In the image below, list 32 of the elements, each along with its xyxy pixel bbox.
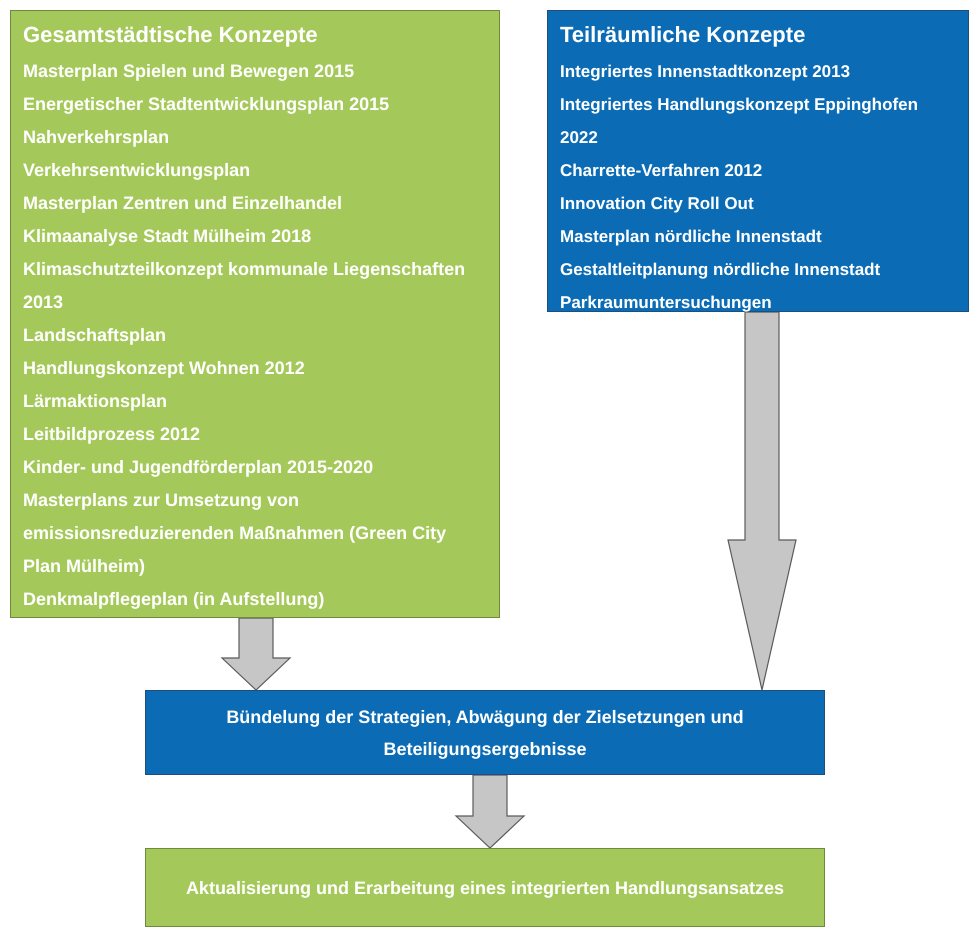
list-item: Charrette-Verfahren 2012 bbox=[560, 160, 764, 182]
list-item: Klimaschutzteilkonzept kommunale Liegenschaften 2013 bbox=[23, 258, 466, 314]
list-item: Integriertes Handlungskonzept Eppinghofen 2022 bbox=[560, 94, 919, 149]
list-item: Handlungskonzept Wohnen 2012 bbox=[23, 357, 306, 380]
concept-box bbox=[10, 10, 500, 618]
list-item: Integriertes Innenstadtkonzept 2013 bbox=[560, 61, 852, 83]
block-arrow bbox=[220, 617, 292, 691]
list-item: Parkraumuntersuchungen bbox=[560, 292, 773, 314]
block-arrow bbox=[454, 774, 526, 849]
concept-box bbox=[145, 848, 825, 927]
list-item: Denkmalpflegeplan (in Aufstellung) bbox=[23, 588, 326, 611]
list-item: Masterplan nördliche Innenstadt bbox=[560, 226, 823, 248]
list-item: Kinder- und Jugendförderplan 2015-2020 bbox=[23, 456, 374, 479]
box-text: Bündelung der Strategien, Abwägung der Zielsetzungen und Beteiligungsergebnisse bbox=[225, 706, 745, 761]
list-item: Gestaltleitplanung nördliche Innenstadt bbox=[560, 259, 882, 281]
list-item: Masterplans zur Umsetzung von emissionsreduzierenden Maßnahmen (Green City Plan Mülheim) bbox=[23, 489, 448, 578]
list-item: Lärmaktionsplan bbox=[23, 390, 168, 413]
box-text: Aktualisierung und Erarbeitung eines integrierten Handlungsansatzes bbox=[186, 876, 784, 900]
block-arrow bbox=[727, 311, 797, 691]
list-item: Leitbildprozess 2012 bbox=[23, 423, 202, 446]
list-item: Innovation City Roll Out bbox=[560, 193, 755, 215]
box-heading: Gesamtstädtische Konzepte bbox=[23, 21, 319, 49]
list-item: Klimaanalyse Stadt Mülheim 2018 bbox=[23, 225, 312, 248]
list-item: Masterplan Zentren und Einzelhandel bbox=[23, 192, 344, 215]
list-item: Masterplan Spielen und Bewegen 2015 bbox=[23, 60, 356, 83]
box-heading: Teilräumliche Konzepte bbox=[560, 21, 806, 49]
list-item: Energetischer Stadtentwicklungsplan 2015 bbox=[23, 93, 390, 116]
concept-box bbox=[145, 690, 825, 775]
concept-box bbox=[547, 10, 969, 312]
list-item: Verkehrsentwicklungsplan bbox=[23, 159, 252, 182]
list-item: Landschaftsplan bbox=[23, 324, 168, 347]
list-item: Nahverkehrsplan bbox=[23, 126, 170, 149]
